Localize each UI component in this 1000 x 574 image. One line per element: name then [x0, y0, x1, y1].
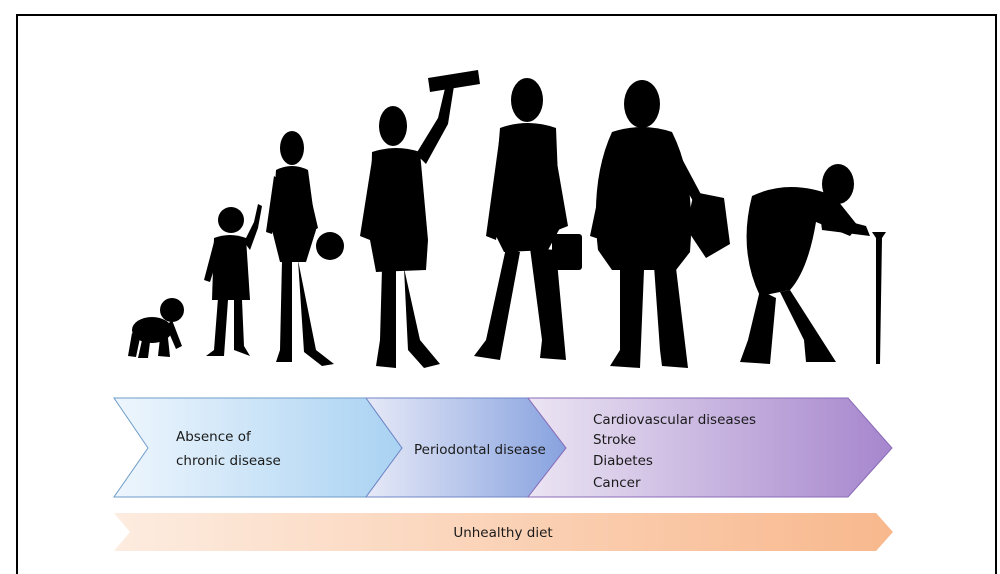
stage-3-chevron	[526, 397, 893, 498]
toddler-waving-figure	[204, 204, 262, 356]
unhealthy-diet-label: Unhealthy diet	[453, 525, 552, 541]
teen-with-diploma-figure	[360, 70, 480, 368]
child-with-ball-figure	[266, 131, 344, 366]
silhouettes	[128, 70, 886, 368]
unhealthy-diet-bar	[114, 513, 893, 551]
stage-chevrons	[113, 397, 893, 498]
adult-with-briefcase-figure	[474, 78, 582, 360]
middle-aged-with-papers-figure	[590, 80, 730, 368]
stage-1-label: Absence of chronic disease	[176, 429, 281, 469]
elderly-with-cane-figure	[740, 164, 886, 364]
stage-1-chevron	[113, 397, 403, 498]
figure-frame	[16, 14, 997, 574]
stage-3-label: Cardiovascular diseases Stroke Diabetes …	[593, 412, 760, 491]
baby-crawling-figure	[128, 298, 184, 358]
stage-2-label: Periodontal disease	[414, 442, 546, 458]
